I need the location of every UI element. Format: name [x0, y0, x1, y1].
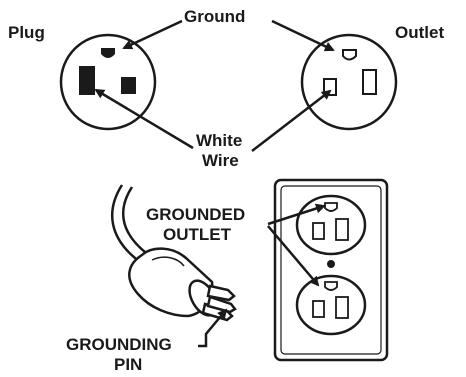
- plug-ground-pin: [101, 48, 115, 58]
- grounding-pin-arrow: [198, 308, 228, 348]
- outlet-lower: [295, 274, 367, 336]
- white-wire-arrow-to-outlet: [251, 89, 332, 152]
- grounded-outlet-label-line1: GROUNDED: [146, 205, 245, 224]
- plug-label: Plug: [8, 23, 45, 42]
- grounded-outlet-arrow-upper: [267, 203, 326, 226]
- plug-face: [59, 33, 157, 131]
- plug-cord: [110, 184, 151, 263]
- grounding-pin-label-line1: GROUNDING: [66, 335, 172, 354]
- grounding-pin-label-line2: PIN: [114, 355, 142, 374]
- ground-label: Ground: [184, 7, 245, 26]
- white-wire-label-line2: Wire: [202, 151, 239, 170]
- top-arrows: [94, 19, 335, 152]
- white-wire-label-line1: White: [196, 131, 242, 150]
- outlet-slot-left: [323, 78, 337, 96]
- ground-arrow-to-plug: [122, 19, 183, 50]
- outlet-label: Outlet: [395, 23, 444, 42]
- grounded-outlet-arrow-lower: [267, 225, 320, 287]
- outlet-upper: [295, 194, 367, 256]
- white-wire-arrow-to-plug: [94, 88, 194, 150]
- plug-blade-left: [79, 66, 95, 95]
- grounding-pin-prong: [206, 295, 237, 314]
- plug-prongs: [201, 284, 237, 322]
- outlet-face: [300, 33, 398, 131]
- grounded-outlet-label-line2: OUTLET: [163, 225, 232, 244]
- plate-screw: [327, 260, 335, 268]
- outlet-ground-hole: [342, 49, 357, 61]
- plug-blade-right: [121, 77, 136, 94]
- ground-arrow-to-outlet: [271, 19, 335, 52]
- bottom-arrows: [198, 203, 326, 348]
- outlet-slot-right: [362, 69, 377, 95]
- prong-upper: [206, 284, 236, 302]
